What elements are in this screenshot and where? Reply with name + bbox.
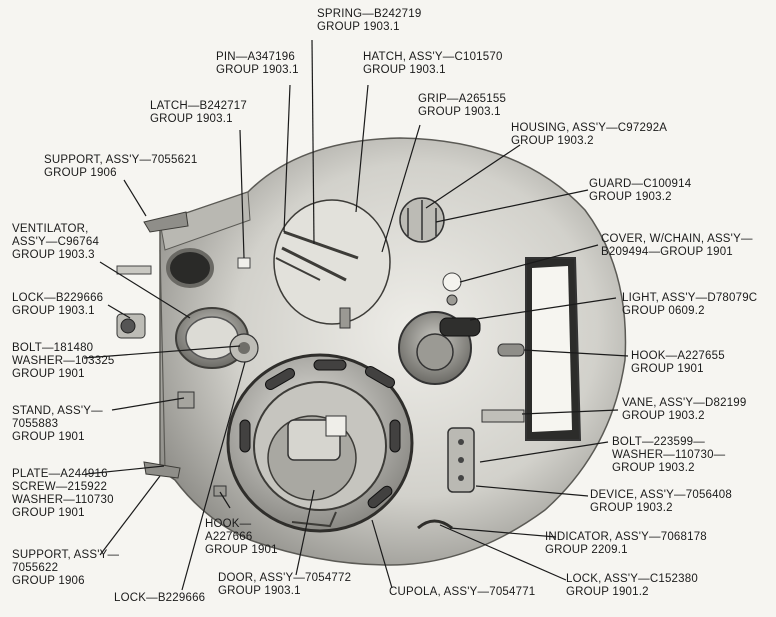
label-cover: COVER, W/CHAIN, ASS'Y—B209494—GROUP 1901 (601, 233, 753, 258)
main-hatch (273, 199, 391, 329)
vane-part (481, 257, 582, 441)
label-cupola: CUPOLA, ASS'Y—7054771 (389, 586, 536, 598)
support-bottom-bracket (143, 461, 181, 479)
device-part (447, 427, 475, 493)
latch-part (237, 257, 251, 269)
cupola-assembly (226, 353, 414, 533)
leader-lines (83, 39, 629, 591)
label-lock-bottom: LOCK—B229666 (114, 592, 206, 604)
stand-part (177, 391, 195, 409)
cover-part (442, 272, 462, 292)
ventilator-port (166, 248, 214, 288)
bolt-left-part (229, 333, 259, 363)
label-bolt-right: BOLT—223599—WASHER—110730—GROUP 1903.2 (612, 436, 726, 474)
indicator-part (417, 519, 453, 530)
cover-chain (446, 294, 458, 306)
hook-right-part (497, 343, 525, 357)
support-top-bracket (143, 211, 189, 233)
guard-part (399, 197, 445, 243)
lock-left-assembly (116, 265, 152, 339)
hook-bottom-part (213, 485, 227, 497)
cupola-vision-slots (239, 359, 401, 509)
light-assembly (398, 311, 481, 385)
